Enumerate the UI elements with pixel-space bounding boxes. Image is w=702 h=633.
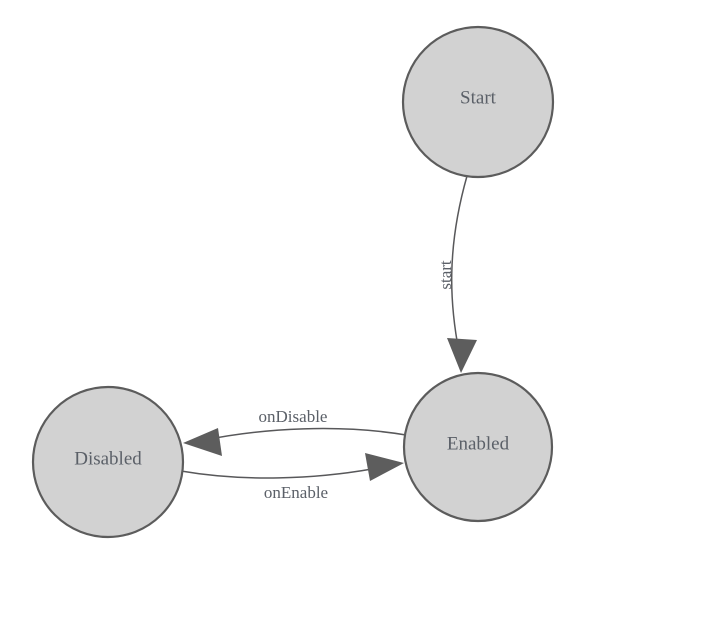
edge-label-start: start: [436, 260, 455, 290]
edge-line-start-to-enabled: [451, 175, 468, 353]
edge-line-enabled-to-disabled: [204, 427, 407, 441]
edge-enabled-to-disabled[interactable]: onDisable: [183, 407, 407, 456]
edge-disabled-to-enabled[interactable]: onEnable: [180, 453, 404, 502]
node-label-enabled: Enabled: [447, 433, 510, 454]
node-enabled[interactable]: Enabled: [402, 371, 554, 523]
node-disabled[interactable]: Disabled: [31, 385, 185, 539]
edge-label-onenable: onEnable: [264, 483, 328, 502]
edge-line-disabled-to-enabled: [180, 468, 373, 479]
arrowhead-into-disabled: [183, 428, 222, 456]
node-label-start: Start: [460, 87, 497, 108]
node-circle-start[interactable]: [401, 25, 555, 179]
edge-start-to-enabled[interactable]: start: [436, 175, 477, 373]
node-circle-enabled[interactable]: [402, 371, 554, 523]
node-circle-disabled[interactable]: [31, 385, 185, 539]
node-label-disabled: Disabled: [74, 448, 142, 469]
node-start[interactable]: Start: [401, 25, 555, 179]
arrowhead-into-enabled: [447, 338, 477, 373]
edge-label-ondisable: onDisable: [259, 407, 328, 426]
arrowhead-into-enabled-lower: [365, 453, 404, 481]
